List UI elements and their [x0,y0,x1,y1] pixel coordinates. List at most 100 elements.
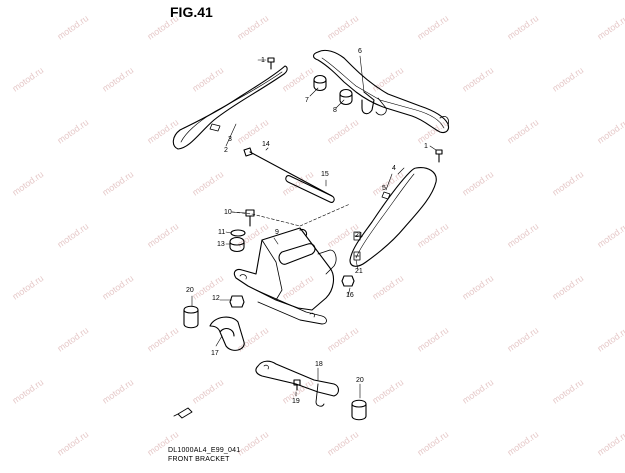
callout-16: 16 [346,292,354,299]
figure-title: FIG.41 [170,4,213,20]
watermark-text: motod.ru [415,325,450,354]
watermark-text: motod.ru [370,65,405,94]
figure-caption: FRONT BRACKET [168,456,230,463]
watermark-text: motod.ru [145,221,180,250]
watermark-text: motod.ru [415,13,450,42]
part-main-bracket-tube [279,244,315,265]
watermark-text: motod.ru [280,169,315,198]
watermark-text: motod.ru [550,273,585,302]
callout-6: 6 [358,48,362,55]
callout-19: 19 [292,398,300,405]
callout-21: 21 [355,268,363,275]
watermark-text: motod.ru [595,429,625,458]
watermark-text: motod.ru [235,13,270,42]
watermark-text: motod.ru [415,221,450,250]
callout-20: 20 [356,377,364,384]
part-bracket-18-hole [264,365,269,369]
part-washer-11 [231,230,245,236]
watermark-text: motod.ru [190,273,225,302]
callout-10: 10 [224,209,232,216]
part-upper-bracket [314,50,449,132]
callout-3: 3 [228,136,232,143]
watermark-text: motod.ru [460,169,495,198]
watermark-text: motod.ru [55,325,90,354]
part-damper-20b [352,400,366,420]
watermark-text: motod.ru [190,169,225,198]
callout-15: 15 [321,171,329,178]
callout-9: 9 [275,229,279,236]
callout-17: 17 [211,350,219,357]
watermark-text: motod.ru [55,117,90,146]
watermark-text: motod.ru [55,13,90,42]
part-clip-21b [354,252,360,260]
part-main-bracket-front [262,240,282,300]
part-bolt-10 [246,210,254,226]
part-nut-16 [342,276,354,286]
callout-7: 7 [305,97,309,104]
watermark-text: motod.ru [145,325,180,354]
watermark-text: motod.ru [370,377,405,406]
watermark-text: motod.ru [235,429,270,458]
watermark-text: motod.ru [10,273,45,302]
figure-code: DL1000AL4_E99_041 [168,447,240,454]
callout-18: 18 [315,361,323,368]
watermark-text: motod.ru [460,377,495,406]
part-nut-12 [230,296,244,307]
watermark-text: motod.ru [280,273,315,302]
callout-2: 2 [224,147,228,154]
callout-20: 20 [186,287,194,294]
watermark-text: motod.ru [505,325,540,354]
callout-11: 11 [218,229,225,236]
watermark-text: motod.ru [505,13,540,42]
part-damper-20a [184,306,198,328]
callout-1: 1 [261,57,265,64]
watermark-text: motod.ru [55,429,90,458]
watermark-text: motod.ru [415,117,450,146]
part-bracket-18-arm [316,384,324,406]
callout-1: 1 [424,143,428,150]
watermark-text: motod.ru [325,13,360,42]
watermark-text: motod.ru [325,325,360,354]
part-screw-1b [436,150,442,162]
watermark-text: motod.ru [10,377,45,406]
watermark-text: motod.ru [325,117,360,146]
part-main-bracket-hole2 [240,275,246,279]
part-cover-left-slot [210,124,220,131]
front-arrow-icon [174,408,192,418]
callout-8: 8 [333,107,337,114]
watermark-layer: motod.ru motod.ru motod.ru motod.ru motod.ru… [0,13,625,458]
watermark-text: motod.ru [280,65,315,94]
watermark-text: motod.ru [460,65,495,94]
watermark-text: motod.ru [595,325,625,354]
watermark-text: motod.ru [100,273,135,302]
callout-12: 12 [212,295,220,302]
callout-14: 14 [262,141,270,148]
watermark-text: motod.ru [550,65,585,94]
watermark-text: motod.ru [100,377,135,406]
watermark-text: motod.ru [190,65,225,94]
watermark-text: motod.ru [190,377,225,406]
watermark-text: motod.ru [370,273,405,302]
watermark-text: motod.ru [325,429,360,458]
watermark-text: motod.ru [10,169,45,198]
watermark-text: motod.ru [505,117,540,146]
callout-5: 5 [382,185,386,192]
watermark-text: motod.ru [595,13,625,42]
callout-21: 21 [355,232,363,239]
watermark-text: motod.ru [100,65,135,94]
part-main-bracket-right [318,250,336,274]
part-screw-1a [268,58,274,69]
part-cover-right-slot [382,192,390,199]
watermark-text: motod.ru [55,221,90,250]
part-grommet-7 [314,76,326,91]
watermark-text: motod.ru [10,65,45,94]
watermark-text: motod.ru [100,169,135,198]
watermark-text: motod.ru [505,429,540,458]
callout-13: 13 [217,241,225,248]
watermark-text: motod.ru [145,117,180,146]
watermark-text: motod.ru [550,169,585,198]
leader-lines [192,56,436,398]
watermark-text: motod.ru [460,273,495,302]
